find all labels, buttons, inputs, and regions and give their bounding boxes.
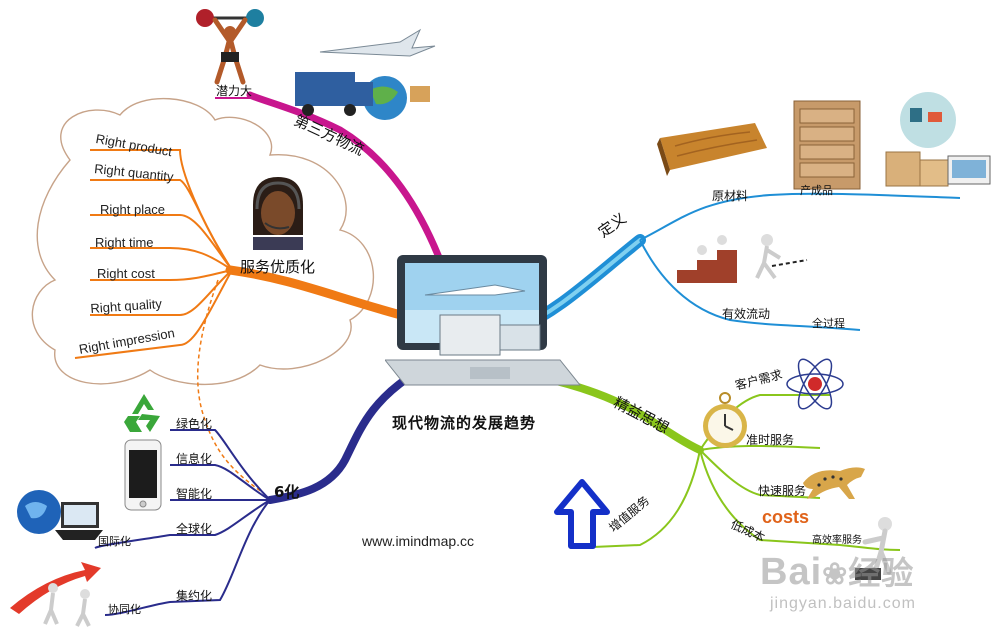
six-label: 6化 <box>274 483 300 501</box>
lean-item: 快速服务 <box>758 484 807 498</box>
raw-material-label: 原材料 <box>712 189 749 203</box>
six-item: 集约化 <box>176 589 213 603</box>
atom-icon <box>786 358 844 410</box>
product-label: 产成品 <box>800 184 833 197</box>
six-item-lines <box>94 429 271 616</box>
customer-service-image <box>253 177 303 250</box>
third-party-logistics-image <box>295 28 436 120</box>
weightlifter-image <box>196 9 264 85</box>
central-topic: 现代物流的发展趋势 <box>392 414 537 432</box>
thirdparty-main-line <box>246 91 444 264</box>
flow-label: 有效流动 <box>722 307 771 321</box>
paw-icon: ❀ <box>822 558 849 591</box>
baidu-watermark: Bai❀经验 <box>760 548 914 594</box>
laptop-logistics-image <box>385 255 582 386</box>
watermark-brand: Bai <box>760 551 823 593</box>
lean-sub-efficiency: 高效率服务 <box>812 535 862 546</box>
service-cloud <box>31 97 374 386</box>
costs-word: costs <box>762 507 810 527</box>
service-item: Right time <box>95 235 154 250</box>
watermark-brand-cn: 经验 <box>848 554 915 592</box>
service-item-lines <box>74 149 233 359</box>
ecommerce-products-image <box>885 92 991 187</box>
six-main-line <box>266 366 424 504</box>
six-sub-global: 国际化 <box>98 535 131 548</box>
up-arrow-icon <box>554 479 610 549</box>
global-network-image <box>17 490 103 540</box>
service-main-line <box>225 265 425 325</box>
teamwork-arrow-image <box>10 562 101 627</box>
recycle-icon <box>124 394 160 432</box>
process-label: 全过程 <box>812 317 845 330</box>
pocket-watch-icon <box>703 392 747 448</box>
process-runners-image <box>677 234 808 283</box>
six-sub-collab: 协同化 <box>108 603 141 616</box>
thirdparty-child-label: 潜力大 <box>216 84 253 98</box>
watermark-domain: jingyan.baidu.com <box>770 595 916 612</box>
six-item: 信息化 <box>176 452 213 466</box>
definition-item-lines <box>639 192 961 331</box>
low-cost-figure-image <box>855 517 892 580</box>
raw-wood-image <box>657 123 767 176</box>
six-item: 绿色化 <box>176 417 213 431</box>
six-item: 智能化 <box>176 487 213 501</box>
cheetah-image <box>803 467 865 499</box>
lean-item: 准时服务 <box>746 433 795 447</box>
service-label: 服务优质化 <box>240 258 316 276</box>
source-url: www.imindmap.cc <box>362 533 475 549</box>
dresser-image <box>793 100 861 190</box>
service-item: Right cost <box>97 266 155 281</box>
smartphone-icon <box>124 439 162 511</box>
six-item: 全球化 <box>176 522 213 536</box>
service-item: Right place <box>100 202 166 217</box>
